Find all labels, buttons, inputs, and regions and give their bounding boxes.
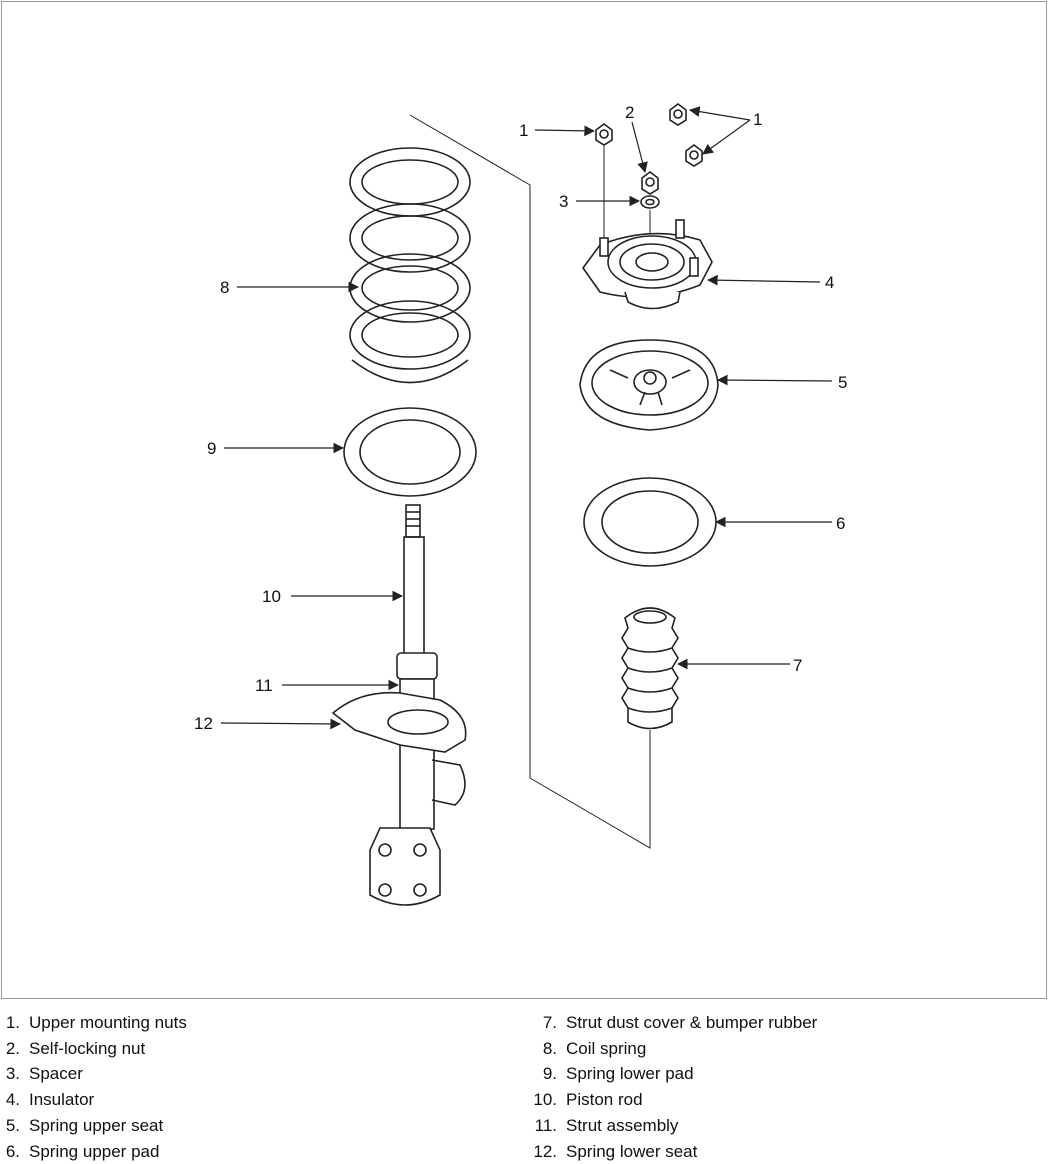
self-locking-nut (641, 171, 659, 195)
spring-upper-pad (583, 477, 717, 567)
legend-number: 9. (542, 1064, 557, 1084)
legend-label: Spring upper pad (29, 1141, 160, 1161)
legend-label: Self-locking nut (29, 1038, 146, 1058)
spacer (640, 195, 660, 209)
callout-12: 12 (194, 714, 213, 733)
piston-rod (403, 504, 425, 656)
callout-3: 3 (559, 192, 568, 211)
callout-4: 4 (825, 273, 834, 292)
parts-legend-left: 1. Upper mounting nuts 2. Self-locking nut… (2, 1010, 187, 1164)
spring-upper-seat (579, 339, 719, 431)
coil-spring (349, 147, 471, 384)
assembly-centerline (409, 114, 651, 849)
exploded-view-diagram: 1 1 2 3 4 5 6 7 8 9 10 11 12 (194, 103, 847, 906)
legend-item-3: 3. Spacer (2, 1061, 187, 1087)
legend-item-7: 7. Strut dust cover & bumper rubber (527, 1010, 818, 1036)
legend-label: Upper mounting nuts (29, 1013, 187, 1032)
parts-legend-right: 7. Strut dust cover & bumper rubber 8. Coi… (527, 1010, 817, 1164)
insulator (582, 219, 713, 310)
legend-label: Insulator (29, 1090, 95, 1110)
legend-number: 1. (5, 1013, 20, 1032)
legend-number: 10. (533, 1090, 557, 1110)
legend-label: Spring lower pad (566, 1064, 694, 1084)
callout-1-right: 1 (753, 110, 762, 129)
callout-5: 5 (838, 373, 847, 392)
leader-arrows (220, 106, 833, 730)
legend-number: 4. (5, 1090, 20, 1110)
legend-number: 11. (534, 1115, 557, 1135)
callout-7: 7 (793, 656, 802, 675)
upper-mounting-nut-right-top (669, 103, 687, 126)
legend-number: 12. (533, 1141, 557, 1161)
legend-number: 2. (5, 1038, 20, 1058)
legend-item-2: 2. Self-locking nut (2, 1036, 187, 1062)
legend-item-5: 5. Spring upper seat (2, 1113, 187, 1139)
diagram-frame (1, 1, 1047, 999)
legend-number: 7. (542, 1013, 557, 1032)
spring-lower-seat (331, 691, 467, 753)
legend-item-10: 10. Piston rod (527, 1087, 817, 1113)
legend-number: 5. (5, 1115, 20, 1135)
legend-label: Piston rod (566, 1090, 643, 1110)
legend-label: Spring upper seat (29, 1115, 164, 1135)
legend-item-6: 6. Spring upper pad (2, 1139, 187, 1164)
strut-assembly (369, 652, 466, 906)
legend-label: Strut assembly (566, 1115, 679, 1135)
upper-mounting-nut-right-bottom (685, 144, 703, 167)
legend-item-11: 11. Strut assembly (527, 1113, 817, 1139)
legend-label: Strut dust cover & bumper rubber (566, 1013, 818, 1032)
legend-number: 6. (5, 1141, 20, 1161)
legend-item-4: 4. Insulator (2, 1087, 187, 1113)
legend-label: Spring lower seat (566, 1141, 698, 1161)
callout-6: 6 (836, 514, 845, 533)
callout-10: 10 (262, 587, 281, 606)
legend-item-8: 8. Coil spring (527, 1036, 817, 1062)
callout-9: 9 (207, 439, 216, 458)
legend-number: 8. (542, 1038, 557, 1058)
callout-2: 2 (625, 103, 634, 122)
spring-lower-pad (343, 407, 477, 497)
legend-label: Spacer (29, 1064, 83, 1084)
dust-cover-bumper (621, 607, 679, 730)
legend-item-1: 1. Upper mounting nuts (2, 1010, 187, 1036)
legend-label: Coil spring (566, 1038, 647, 1058)
legend-item-9: 9. Spring lower pad (527, 1061, 817, 1087)
callout-8: 8 (220, 278, 229, 297)
upper-mounting-nut-left (595, 123, 613, 146)
callout-1-left: 1 (519, 121, 528, 140)
legend-item-12: 12. Spring lower seat (527, 1139, 817, 1164)
legend-number: 3. (5, 1064, 20, 1084)
callout-11: 11 (255, 676, 273, 695)
